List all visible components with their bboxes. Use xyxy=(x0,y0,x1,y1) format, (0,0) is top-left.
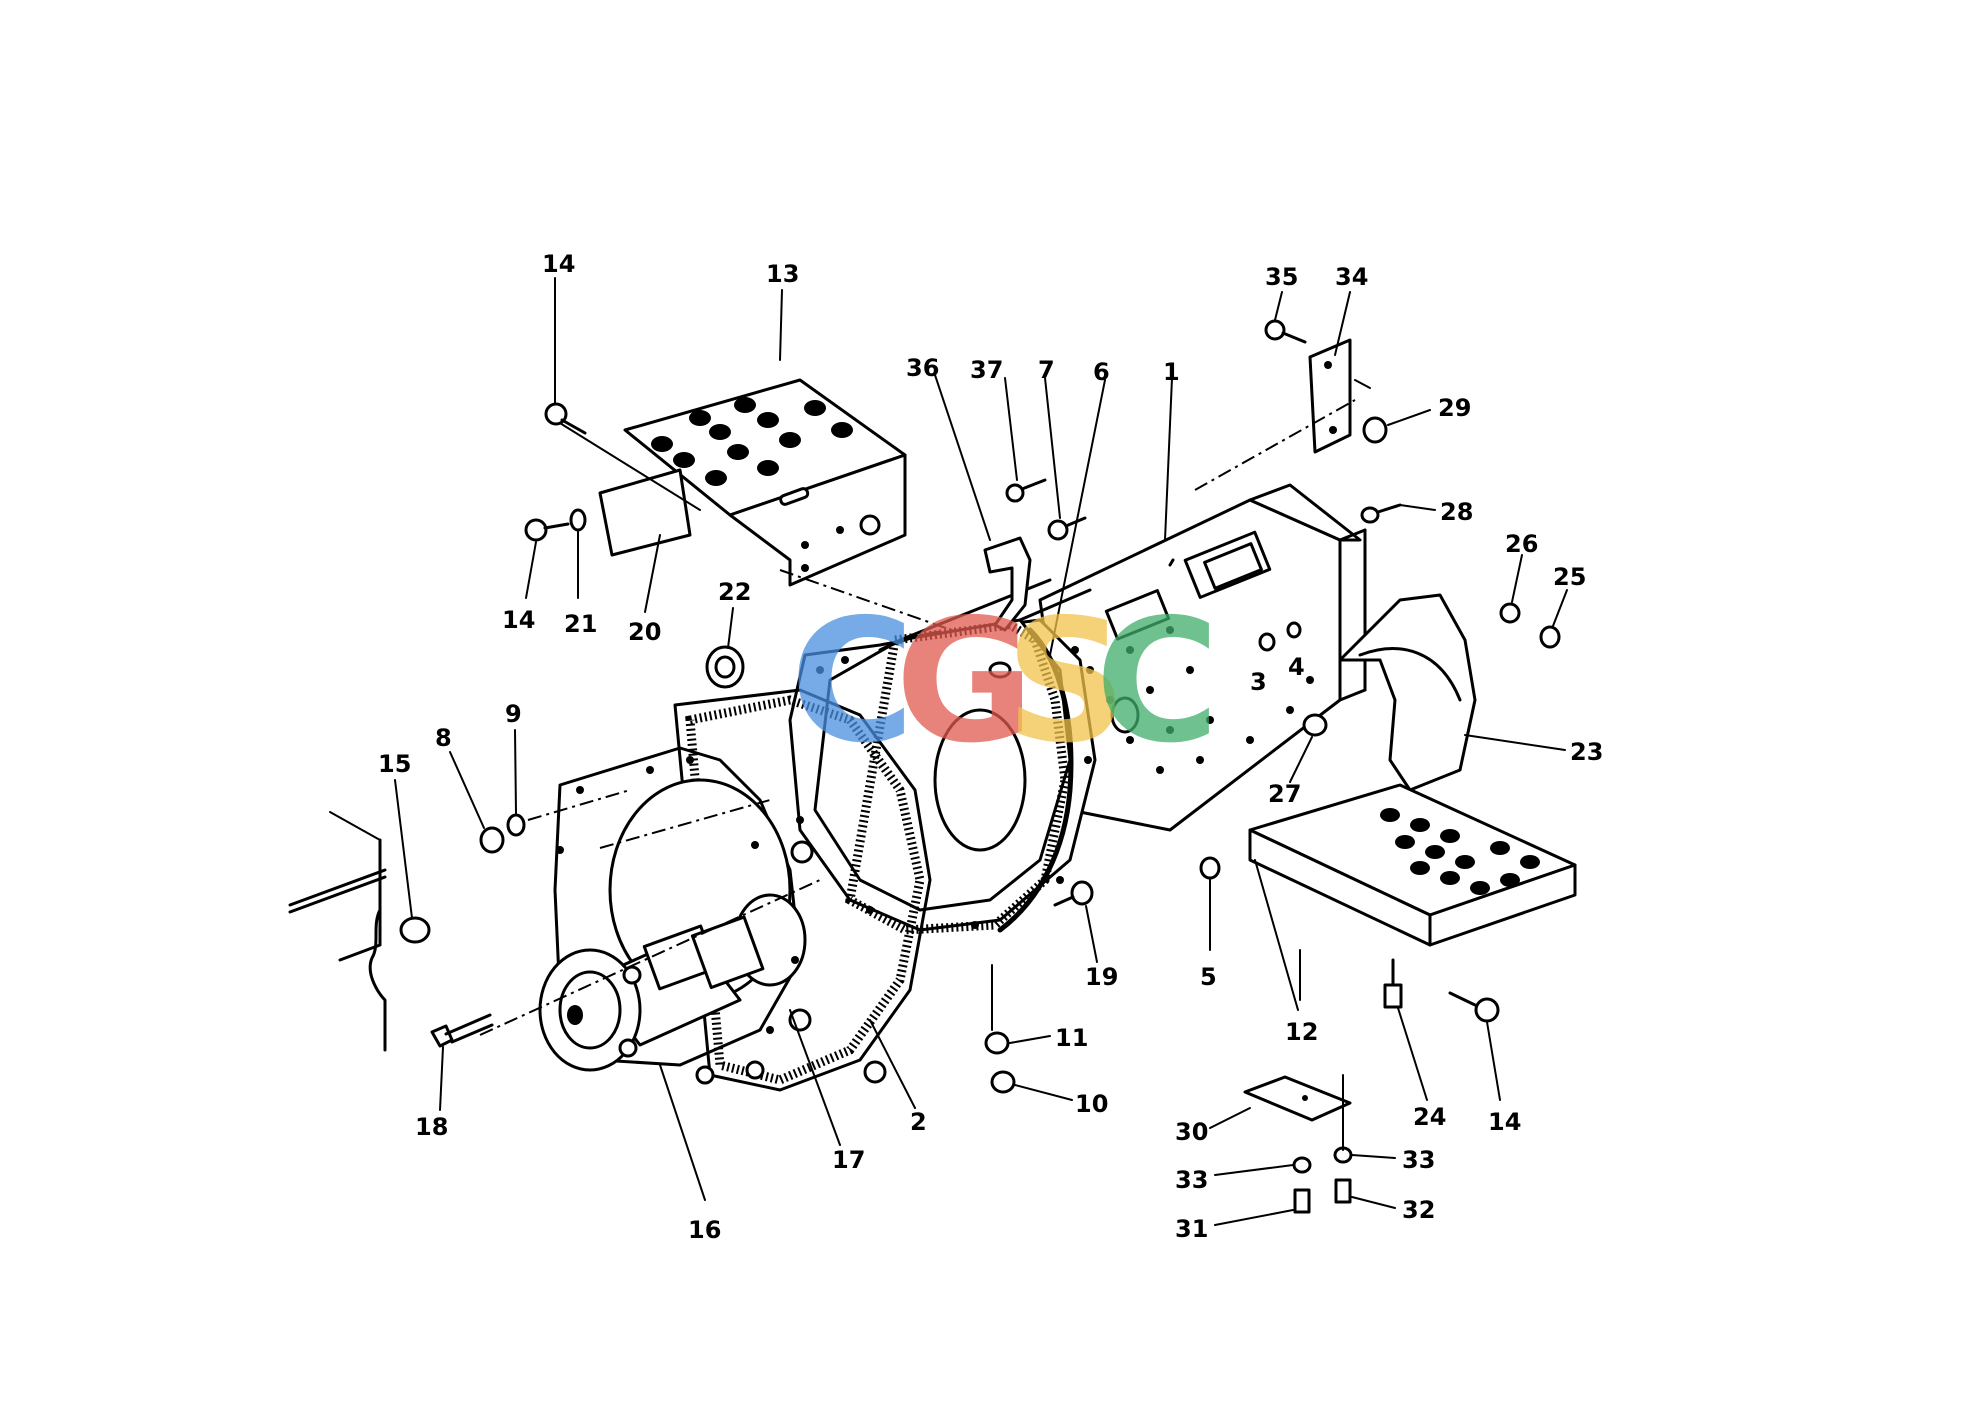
bolt-26 xyxy=(1499,602,1521,624)
bolt-14-right xyxy=(1448,991,1500,1023)
part-label-5: 5 xyxy=(1200,963,1217,991)
part-label-9: 9 xyxy=(505,700,522,728)
washer-3 xyxy=(1258,632,1276,652)
footplate-13 xyxy=(623,378,907,587)
bolt-18 xyxy=(430,1013,494,1048)
part-label-31: 31 xyxy=(1175,1215,1208,1243)
bolt-25 xyxy=(1539,625,1561,649)
part-label-10: 10 xyxy=(1075,1090,1108,1118)
part-label-29: 29 xyxy=(1438,394,1471,422)
watermark-letter-c1: C xyxy=(790,583,915,781)
nut-11 xyxy=(984,1031,1010,1055)
part-label-19: 19 xyxy=(1085,963,1118,991)
part-label-26: 26 xyxy=(1505,530,1538,558)
part-label-16: 16 xyxy=(688,1216,721,1244)
part-label-17: 17 xyxy=(832,1146,865,1174)
bolt-32 xyxy=(1334,1178,1352,1204)
bolt-10 xyxy=(990,1070,1016,1094)
watermark-letter-c2: C xyxy=(1095,583,1220,781)
part-label-8: 8 xyxy=(435,724,452,752)
bolt-37 xyxy=(1005,478,1047,503)
part-label-35: 35 xyxy=(1265,263,1298,291)
washer-4 xyxy=(1286,621,1302,639)
bracket-36 xyxy=(983,536,1032,632)
part-label-30: 30 xyxy=(1175,1118,1208,1146)
part-label-12: 12 xyxy=(1285,1018,1318,1046)
footplate-right xyxy=(1248,783,1577,947)
part-label-24: 24 xyxy=(1413,1103,1446,1131)
bolt-14-left xyxy=(524,508,587,542)
part-label-18: 18 xyxy=(415,1113,448,1141)
starter-motor-16 xyxy=(538,915,765,1085)
part-label-14b: 14 xyxy=(502,606,535,634)
bolt-19 xyxy=(1070,880,1094,906)
clutch-bell-housing xyxy=(788,578,1097,932)
bolt-14-top xyxy=(544,402,587,435)
bolt-5 xyxy=(1199,856,1221,880)
part-label-21: 21 xyxy=(564,610,597,638)
watermark-letter-g: G xyxy=(895,583,1035,781)
bolt-24 xyxy=(1383,958,1403,1009)
part-label-11: 11 xyxy=(1055,1024,1088,1052)
part-label-14c: 14 xyxy=(1488,1108,1521,1136)
part-label-2: 2 xyxy=(910,1108,927,1136)
part-label-33a: 33 xyxy=(1175,1166,1208,1194)
part-label-23: 23 xyxy=(1570,738,1603,766)
part-labels: 14 13 36 37 7 6 1 35 34 29 28 26 25 14 2… xyxy=(378,250,1603,1244)
part-label-25: 25 xyxy=(1553,563,1586,591)
part-label-27: 27 xyxy=(1268,780,1301,808)
watermark-logo: C G S C xyxy=(790,583,1220,781)
main-housing-1 xyxy=(1038,483,1367,832)
clutch-gasket xyxy=(845,620,1070,935)
part-label-4: 4 xyxy=(1288,653,1305,681)
part-label-14a: 14 xyxy=(542,250,575,278)
bolt-31 xyxy=(1293,1188,1311,1214)
fender-23 xyxy=(1338,593,1477,792)
part-label-33b: 33 xyxy=(1402,1146,1435,1174)
part-label-37: 37 xyxy=(970,356,1003,384)
part-label-13: 13 xyxy=(766,260,799,288)
part-label-6: 6 xyxy=(1093,358,1110,386)
leader-lines xyxy=(394,277,1568,1226)
part-label-7: 7 xyxy=(1038,356,1055,384)
part-label-36: 36 xyxy=(906,354,939,382)
bolt-28 xyxy=(1360,506,1380,524)
bolt-35 xyxy=(1264,319,1307,344)
nut-29 xyxy=(1362,416,1388,444)
nut-9 xyxy=(506,813,526,837)
part-label-15: 15 xyxy=(378,750,411,778)
side-fragment xyxy=(288,811,431,1052)
bolt-27 xyxy=(1302,713,1328,737)
cover-plate-30 xyxy=(1243,1075,1352,1122)
nut-8 xyxy=(479,826,505,854)
part-label-3: 3 xyxy=(1250,668,1267,696)
part-label-20: 20 xyxy=(628,618,661,646)
part-label-28: 28 xyxy=(1440,498,1473,526)
bolt-7 xyxy=(1047,516,1087,541)
part-label-34: 34 xyxy=(1335,263,1368,291)
part-label-22: 22 xyxy=(718,578,751,606)
part-label-1: 1 xyxy=(1163,358,1180,386)
washer-33-left xyxy=(1292,1156,1312,1174)
bracket-34 xyxy=(1308,338,1352,454)
watermark-letter-s: S xyxy=(1005,583,1127,781)
bracket-20 xyxy=(598,468,692,557)
part-label-32: 32 xyxy=(1402,1196,1435,1224)
